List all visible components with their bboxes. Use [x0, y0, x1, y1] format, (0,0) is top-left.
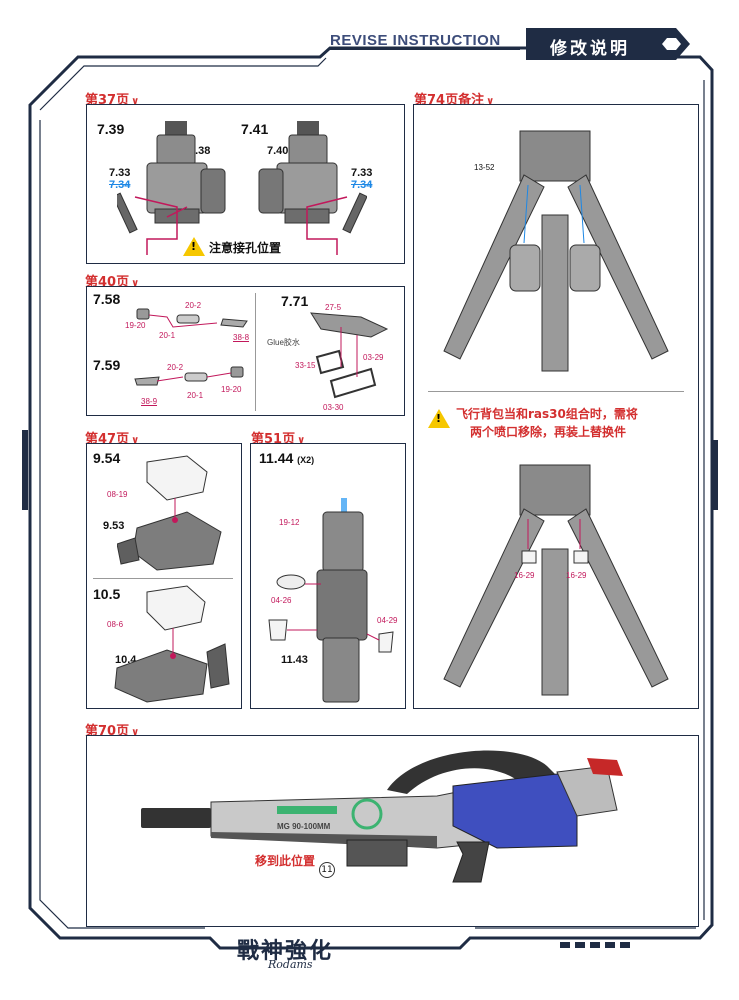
step-11-44: 11.44 (X2)	[259, 450, 315, 466]
panel-p70: MG 90-100MM 移到此位置 11	[86, 735, 699, 927]
part-04-26: 04-26	[271, 596, 292, 605]
step-9-54: 9.54	[93, 450, 121, 466]
glue-label: Glue胶水	[267, 338, 300, 347]
brand-sub: Rodams	[268, 958, 313, 971]
divider	[255, 293, 256, 411]
part-16-29-right: 16-29	[566, 571, 587, 580]
flight-pack-illustration-top	[443, 130, 669, 372]
note-p37: 注意接孔位置	[209, 241, 282, 255]
parts-assembly-illustration	[134, 308, 248, 386]
part-20-2-a: 20-2	[185, 301, 202, 310]
part-03-30: 03-30	[323, 403, 344, 412]
flight-pack-illustration-bottom	[443, 464, 669, 696]
callout-badge: 11	[319, 862, 335, 878]
step-7-41: 7.41	[241, 121, 269, 137]
part-16-29-left: 16-29	[514, 571, 535, 580]
part-7-33-left: 7.33	[109, 167, 131, 179]
step-7-71: 7.71	[281, 293, 309, 309]
step-7-39: 7.39	[97, 121, 125, 137]
gun-label: MG 90-100MM	[277, 822, 331, 831]
part-19-12: 19-12	[279, 518, 300, 527]
panel-p40: 7.58 7.59 7.71 20-2 19-20 20-1 38-8 20-2…	[86, 286, 405, 416]
part-38-9: 38-9	[141, 397, 158, 406]
step-11-43: 11.43	[281, 654, 308, 666]
rifle-illustration	[141, 750, 623, 883]
panel-p37: 7.39 7.41 7.38 7.33 7.34 7.40 7.33 7.34 …	[86, 104, 405, 264]
divider	[428, 391, 684, 392]
mech-torso-illustration-right	[258, 121, 367, 255]
step-7-58: 7.58	[93, 291, 121, 307]
panel-p51: 11.44 (X2) 11.43 19-12 04-26 04-29	[250, 443, 406, 709]
part-04-29: 04-29	[377, 616, 398, 625]
warning-icon: !	[428, 409, 450, 428]
part-20-2-b: 20-2	[167, 363, 184, 372]
hand-armor-illustration-bottom	[114, 585, 230, 703]
part-27-5: 27-5	[325, 303, 342, 312]
warning-icon: !	[183, 237, 205, 256]
part-03-29: 03-29	[363, 353, 384, 362]
part-7-40: 7.40	[267, 145, 289, 157]
part-7-33-right: 7.33	[351, 167, 373, 179]
mech-torso-illustration-left	[117, 121, 226, 255]
leg-assembly-illustration	[268, 498, 394, 703]
brand-logo: 戰神強化	[237, 938, 334, 964]
note-p70: 移到此位置	[255, 854, 316, 868]
part-7-34-left: 7.34	[109, 179, 131, 191]
part-20-1-b: 20-1	[187, 391, 204, 400]
part-7-34-right: 7.34	[351, 179, 373, 191]
header-title-en: REVISE INSTRUCTION	[330, 32, 501, 49]
hand-armor-illustration-top	[117, 455, 222, 571]
step-10-5: 10.5	[93, 586, 121, 602]
panel-p47: 9.54 9.53 10.5 10.4 08-19 08-6	[86, 443, 242, 709]
header-title-cn: 修改说明	[550, 39, 630, 59]
note-p74-line1: 飞行背包当和ras30组合时，需将	[456, 407, 638, 421]
note-p74-line2: 两个喷口移除，再装上替换件	[470, 425, 627, 439]
part-19-20-b: 19-20	[221, 385, 242, 394]
part-08-6: 08-6	[107, 620, 124, 629]
part-08-19: 08-19	[107, 490, 128, 499]
quantity-label: (X2)	[297, 455, 315, 465]
step-7-59: 7.59	[93, 357, 121, 373]
panel-p74: 13-52 ! 飞行背包当和ras30组合时，需将 两个喷口移除，再装上替换件 …	[413, 104, 699, 709]
part-13-52: 13-52	[474, 163, 495, 172]
part-33-15: 33-15	[295, 361, 316, 370]
step-9-53: 9.53	[103, 520, 125, 532]
bracket-assembly-illustration	[310, 312, 389, 399]
divider	[93, 578, 233, 579]
part-38-8: 38-8	[233, 333, 250, 342]
part-19-20-a: 19-20	[125, 321, 146, 330]
part-20-1-a: 20-1	[159, 331, 176, 340]
